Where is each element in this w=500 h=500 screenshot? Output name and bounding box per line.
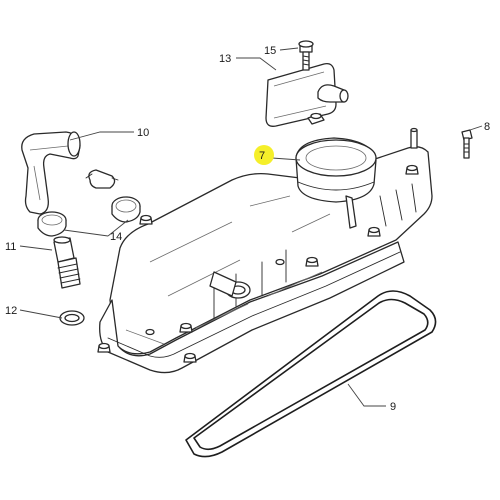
fitting-part-11	[53, 236, 81, 289]
washer-part-12	[59, 310, 85, 326]
callout-8: 8	[484, 121, 490, 133]
callout-10: 10	[137, 127, 149, 139]
bolt-part-8	[461, 129, 473, 159]
valve-cover-part-7	[99, 146, 433, 374]
bolt	[405, 164, 419, 175]
clamp-part-14-lower	[37, 211, 67, 237]
cover-fitting	[209, 271, 251, 299]
bolt-part-15	[298, 40, 314, 71]
bolt	[139, 214, 153, 225]
bolt	[97, 342, 111, 353]
cover-bolts	[97, 127, 419, 363]
plate-part-13	[265, 62, 349, 127]
gasket-part-9	[185, 290, 437, 458]
hose-part-10	[21, 131, 119, 215]
breather-cap	[295, 137, 377, 229]
callout-7: 7	[259, 150, 265, 162]
callout-14: 14	[110, 231, 122, 243]
bolt	[305, 256, 319, 267]
bolt	[183, 352, 197, 363]
bolt	[179, 322, 193, 333]
bolt	[367, 226, 381, 237]
callout-12: 12	[5, 305, 17, 317]
callout-9: 9	[390, 401, 396, 413]
callout-15: 15	[264, 45, 276, 57]
callout-13: 13	[219, 53, 231, 65]
leader-lines	[19, 47, 483, 407]
stud	[410, 127, 418, 149]
callout-11: 11	[5, 241, 16, 253]
highlight-marker-7	[254, 145, 274, 165]
clamp-part-14-upper	[111, 196, 141, 223]
callout-labels: 7 8 9 10 11 12 13 14 15	[5, 45, 490, 413]
